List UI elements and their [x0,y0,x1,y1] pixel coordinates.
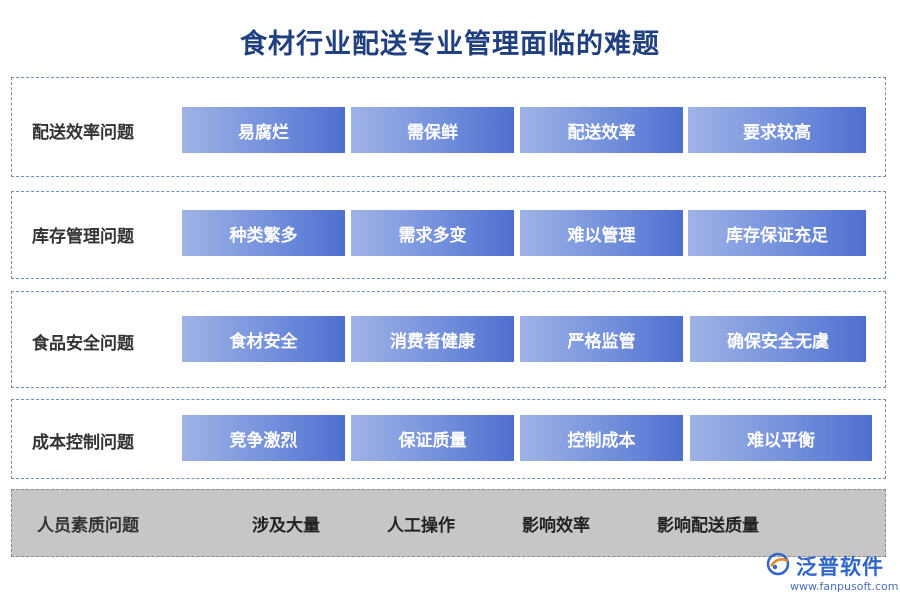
problem-tag: 竞争激烈 [182,415,345,461]
section-label: 库存管理问题 [32,227,134,247]
section-label: 食品安全问题 [32,334,134,354]
section-label: 成本控制问题 [32,433,134,453]
logo-icon [766,552,792,581]
brand-logo: 泛普软件 [766,551,884,581]
section-cost-control: 成本控制问题 竞争激烈 保证质量 控制成本 难以平衡 [11,399,886,479]
problem-tag: 严格监管 [520,316,683,362]
problem-tag: 保证质量 [351,415,514,461]
section-delivery-efficiency: 配送效率问题 易腐烂 需保鲜 配送效率 要求较高 [11,77,886,177]
problem-tag: 控制成本 [520,415,683,461]
problem-tag: 库存保证充足 [688,210,866,256]
problem-item: 影响效率 [522,515,590,536]
page-title: 食材行业配送专业管理面临的难题 [240,29,660,60]
section-food-safety: 食品安全问题 食材安全 消费者健康 严格监管 确保安全无虞 [11,291,886,388]
problem-item: 影响配送质量 [657,515,759,536]
section-inventory-management: 库存管理问题 种类繁多 需求多变 难以管理 库存保证充足 [11,191,886,279]
logo-text: 泛普软件 [796,555,884,579]
problem-tag: 配送效率 [520,107,683,153]
section-label: 配送效率问题 [32,123,134,143]
problem-tag: 消费者健康 [351,316,514,362]
problem-tag: 需保鲜 [351,107,514,153]
problem-item: 涉及大量 [252,515,320,536]
section-label: 人员素质问题 [37,515,139,536]
problem-tag: 难以平衡 [690,415,872,461]
problem-tag: 难以管理 [520,210,683,256]
problem-tag: 要求较高 [688,107,866,153]
problem-tag: 食材安全 [182,316,345,362]
problem-tag: 易腐烂 [182,107,345,153]
problem-item: 人工操作 [387,515,455,536]
problem-tag: 需求多变 [351,210,514,256]
section-staff-quality: 人员素质问题 涉及大量 人工操作 影响效率 影响配送质量 [11,489,886,557]
brand-url: www.fanpusoft.com [790,580,899,593]
problem-tag: 种类繁多 [182,210,345,256]
problem-tag: 确保安全无虞 [690,316,866,362]
